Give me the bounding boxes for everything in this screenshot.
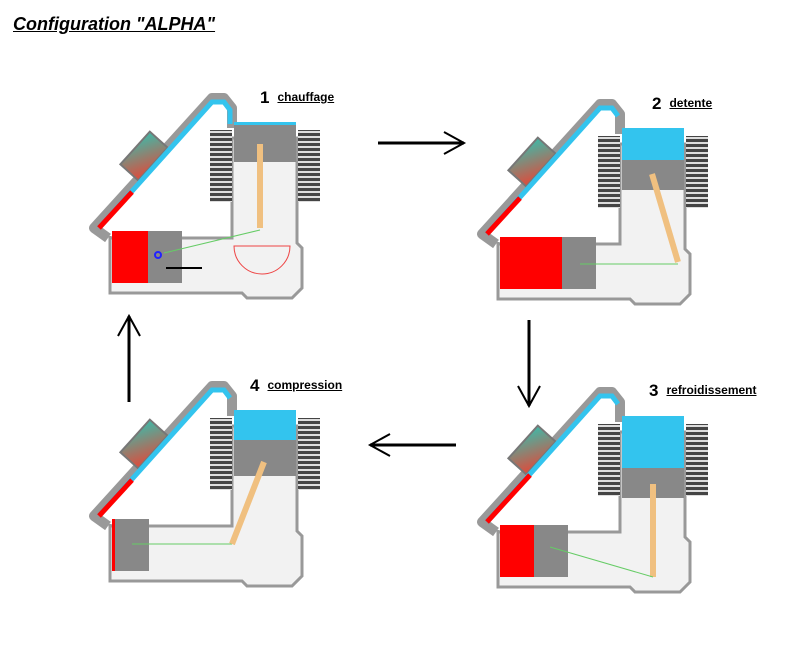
stage-4-label: 4 compression bbox=[250, 376, 342, 396]
hot-piston bbox=[148, 231, 182, 283]
stage-4-name: compression bbox=[267, 378, 343, 392]
cycle-arrow-down bbox=[517, 320, 541, 409]
stage-2-label: 2 detente bbox=[652, 94, 712, 114]
cycle-arrow-left bbox=[367, 433, 456, 457]
cycle-arrow-right bbox=[378, 131, 467, 155]
stage-1-label: 1 chauffage bbox=[260, 88, 334, 108]
stage-3-number: 3 bbox=[649, 381, 659, 400]
engine-stage-3 bbox=[460, 382, 730, 602]
stage-2-number: 2 bbox=[652, 94, 662, 113]
engine-stage-4 bbox=[72, 376, 332, 596]
stage-1-number: 1 bbox=[260, 88, 270, 107]
stage-3-label: 3 refroidissement bbox=[649, 381, 757, 401]
engine-stage-2 bbox=[460, 94, 730, 314]
stage-4-number: 4 bbox=[250, 376, 260, 395]
stage-1-name: chauffage bbox=[277, 90, 335, 104]
engine-stage-1 bbox=[72, 88, 332, 308]
page-title: Configuration "ALPHA" bbox=[13, 14, 216, 34]
hot-gas bbox=[112, 231, 148, 283]
cycle-arrow-up bbox=[117, 313, 141, 402]
stage-3-name: refroidissement bbox=[666, 383, 757, 397]
stage-2-name: detente bbox=[669, 96, 713, 110]
